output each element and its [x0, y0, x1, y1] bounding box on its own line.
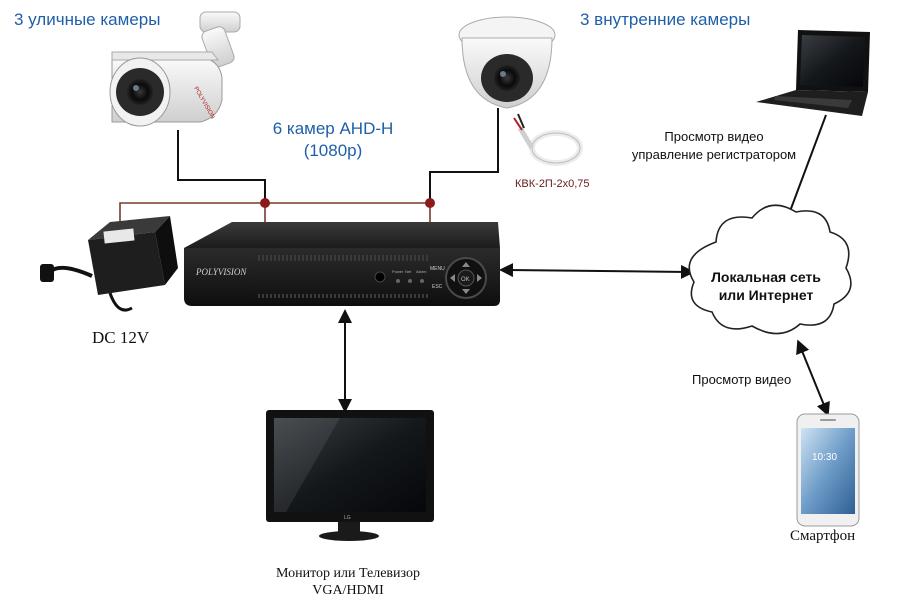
laptop-keyboard [774, 96, 852, 108]
indoor-camera [458, 16, 556, 109]
camera-lens-icon [127, 79, 153, 105]
dvr-front-panel [184, 248, 500, 306]
adapter-body [88, 232, 165, 295]
phone-clock: 10:30 [812, 452, 837, 463]
dvr-led-label-alarm: Alarm [416, 269, 427, 274]
power-adapter [40, 216, 178, 312]
camera-sunshield [111, 51, 219, 61]
junction-dot-right [425, 198, 435, 208]
plug-icon [40, 264, 54, 282]
laptop-caption-line1: Просмотр видео [664, 129, 764, 144]
monitor-label-line1: Монитор или Телевизор [276, 566, 420, 581]
dvr-ok-button [457, 269, 475, 287]
dvr-esc-label: ESC [432, 284, 443, 290]
power-cord [48, 265, 93, 278]
dvr-led-alarm [420, 279, 424, 283]
indoor-camera-cable [429, 108, 499, 205]
cable-coil-icon [513, 113, 583, 166]
tv-neck [338, 522, 360, 532]
tv-screen [274, 418, 426, 512]
dvr-led-net [408, 279, 412, 283]
total-cameras-line2: (1080p) [303, 141, 363, 160]
phone-screen [801, 428, 855, 514]
tv-brand: LG [344, 515, 351, 521]
indoor-cameras-label: 3 внутренние камеры [580, 10, 751, 29]
dvr-ir-receiver [374, 271, 386, 283]
adapter-side [155, 216, 178, 285]
power-label: DC 12V [92, 328, 150, 347]
outdoor-camera: POLYVISION [109, 11, 241, 127]
laptop-caption-line2: управление регистратором [631, 147, 797, 162]
total-cameras-line1: 6 камер AHD-H [272, 119, 394, 138]
network-phone-arrow [796, 339, 830, 417]
dvr-brand-logo: POLYVISION [195, 267, 247, 277]
phone-view-label: Просмотр видео [692, 372, 792, 387]
lens-glare [133, 85, 139, 91]
output-cord [108, 292, 133, 312]
dvr-led-power [396, 279, 400, 283]
adapter-sticker [103, 228, 135, 244]
monitor-tv: LG [266, 410, 434, 541]
outdoor-cameras-label: 3 уличные камеры [14, 10, 161, 29]
dvr-top [184, 222, 500, 248]
phone-speaker [820, 419, 836, 421]
laptop-caption: Просмотр видео управление регистратором [614, 128, 814, 164]
dvr-led-label-power: Power [392, 269, 404, 274]
outdoor-camera-cable [177, 130, 266, 205]
dvr-menu-label: MENU [430, 266, 445, 272]
tv-glare [274, 418, 340, 512]
network-cloud-icon [688, 204, 852, 335]
tv-stand [319, 531, 379, 541]
dvr-led-label-net: Net [405, 269, 412, 274]
dome-lens-icon [494, 65, 520, 91]
network-label-line1: Локальная сеть [711, 269, 821, 285]
junction-dot-left [260, 198, 270, 208]
monitor-label-line2: VGA/HDMI [312, 583, 384, 598]
dvr-recorder: POLYVISION Power Net Alarm MENU ESC OK [184, 222, 500, 306]
network-laptop-line [785, 114, 827, 223]
total-cameras-label: 6 камер AHD-H (1080p) [258, 118, 408, 162]
laptop [756, 30, 870, 116]
smartphone-label: Смартфон [790, 528, 856, 544]
camera-cables [177, 108, 499, 205]
dvr-network-arrow [499, 263, 695, 279]
dvr-ok-label: OK [461, 277, 470, 283]
laptop-screen [800, 35, 865, 87]
cable-type-label: КВК-2П-2х0,75 [515, 178, 590, 190]
network-label-line2: или Интернет [718, 287, 814, 303]
network-label: Локальная сеть или Интернет [696, 268, 836, 304]
smartphone: 10:30 [796, 413, 860, 527]
dome-lens-glare [500, 71, 506, 77]
monitor-label: Монитор или Телевизор VGA/HDMI [248, 565, 448, 599]
